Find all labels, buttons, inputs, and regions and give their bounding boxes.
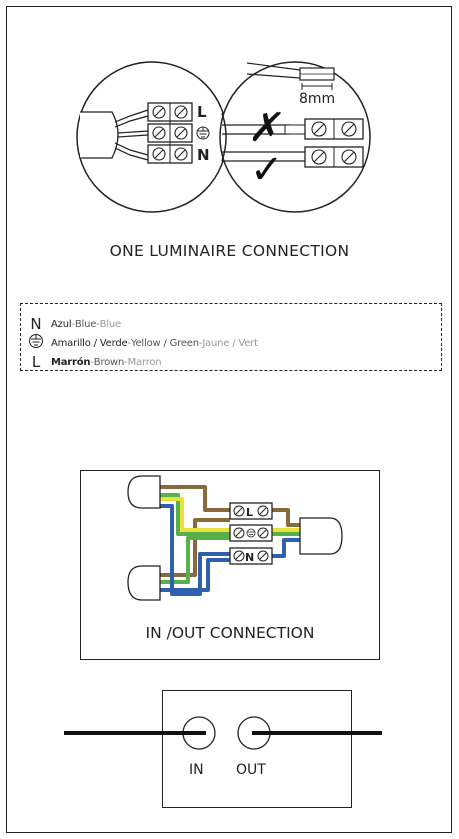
live-symbol: L: [31, 353, 41, 371]
earth-icon: [27, 333, 45, 353]
legend-fr-neutral: Blue: [99, 318, 122, 330]
legend-sep: -: [90, 356, 94, 368]
legend-es-earth: Amarillo / Verde: [51, 337, 128, 349]
one-luminaire-caption: ONE LUMINAIRE CONNECTION: [109, 242, 350, 260]
terminal-label-l: L: [197, 103, 207, 121]
legend-sep: -: [127, 337, 131, 349]
in-out-simple-frame: [162, 690, 352, 808]
strip-length-label: 8mm: [299, 91, 335, 107]
in-out-simple-diagram: [64, 716, 382, 750]
terminal-label-n: N: [245, 551, 254, 564]
legend-row-live: L Marrón - Brown - Marron: [27, 352, 162, 372]
terminal-label-l: L: [246, 506, 253, 519]
right-detail-circle: [219, 61, 371, 213]
legend-sep: -: [198, 337, 203, 349]
legend-sep: -: [96, 318, 100, 330]
legend-en-earth: Yellow / Green: [130, 337, 199, 349]
right-connection-check-icon: ✓: [250, 147, 284, 193]
legend-es-live: Marrón: [51, 356, 91, 368]
legend-sep: -: [71, 318, 75, 330]
in-out-caption: IN /OUT CONNECTION: [145, 624, 315, 642]
neutral-symbol: N: [30, 315, 42, 333]
out-label: OUT: [236, 762, 266, 778]
left-connection-detail: L N: [80, 102, 210, 164]
terminal-block-left: [147, 102, 193, 164]
legend-fr-live: Marron: [127, 356, 162, 368]
legend-sep: -: [124, 356, 128, 368]
in-out-terminal-block: L N: [229, 502, 273, 565]
cable-in-bottom: [127, 565, 161, 601]
legend-fr-earth: Jaune / Vert: [202, 337, 258, 349]
wire-color-legend: N Azul - Blue - Blue Amarillo / Verde - …: [20, 303, 442, 371]
wrong-connection-cross-icon: ✗: [245, 105, 288, 151]
legend-en-neutral: Blue: [74, 318, 97, 330]
in-label: IN: [189, 762, 204, 778]
legend-en-live: Brown: [93, 356, 125, 368]
cable-out-right: [299, 517, 343, 555]
one-luminaire-diagram: L N 8mm: [76, 61, 371, 213]
earth-symbol: [196, 126, 210, 140]
right-connection-detail: 8mm: [222, 62, 364, 168]
legend-row-earth: Amarillo / Verde - Yellow / Green - Jaun…: [27, 333, 258, 353]
legend-row-neutral: N Azul - Blue - Blue: [27, 314, 121, 334]
terminal-block-right: [304, 118, 364, 168]
in-out-wiring-diagram: L N: [127, 475, 343, 601]
in-out-diagram-frame: [80, 470, 380, 660]
legend-es-neutral: Azul: [51, 318, 72, 330]
instruction-sheet: [6, 6, 452, 833]
earth-icon: [246, 528, 256, 538]
terminal-label-n: N: [197, 146, 210, 164]
cable-in-top: [127, 475, 161, 509]
